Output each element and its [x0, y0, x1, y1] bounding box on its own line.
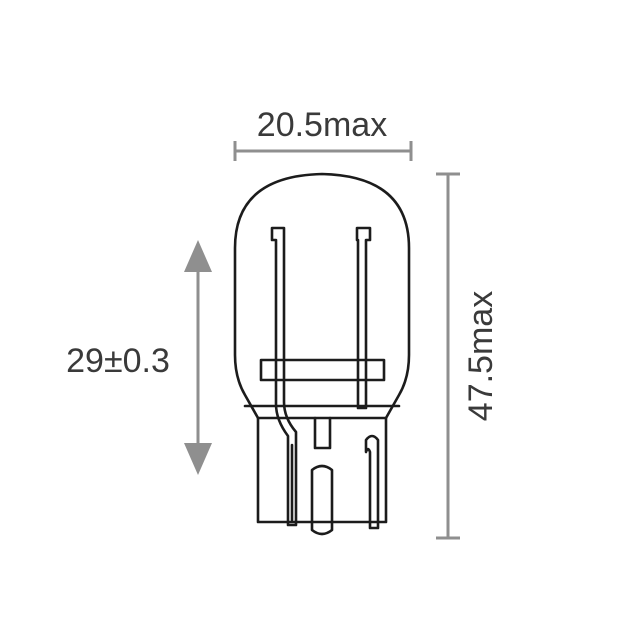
center-stem [313, 416, 332, 450]
width-label: 20.5max [257, 106, 387, 144]
bulb-glass-outline [233, 172, 411, 420]
arrow-down-icon [184, 443, 212, 475]
center-label: 29±0.3 [66, 342, 170, 380]
right-filament-support [355, 226, 372, 410]
width-dimension: 20.5max [233, 106, 413, 161]
right-lower-wire [364, 434, 380, 530]
height-dimension: 47.5max [436, 172, 500, 540]
filament-bridge [259, 358, 386, 382]
arrow-up-icon [184, 240, 212, 272]
center-dimension: 29±0.3 [66, 240, 212, 475]
bulb-icon [233, 172, 411, 536]
left-filament-support [270, 226, 298, 527]
height-label: 47.5max [462, 291, 500, 421]
center-tube [310, 464, 334, 536]
bulb-base-outline [256, 416, 388, 524]
